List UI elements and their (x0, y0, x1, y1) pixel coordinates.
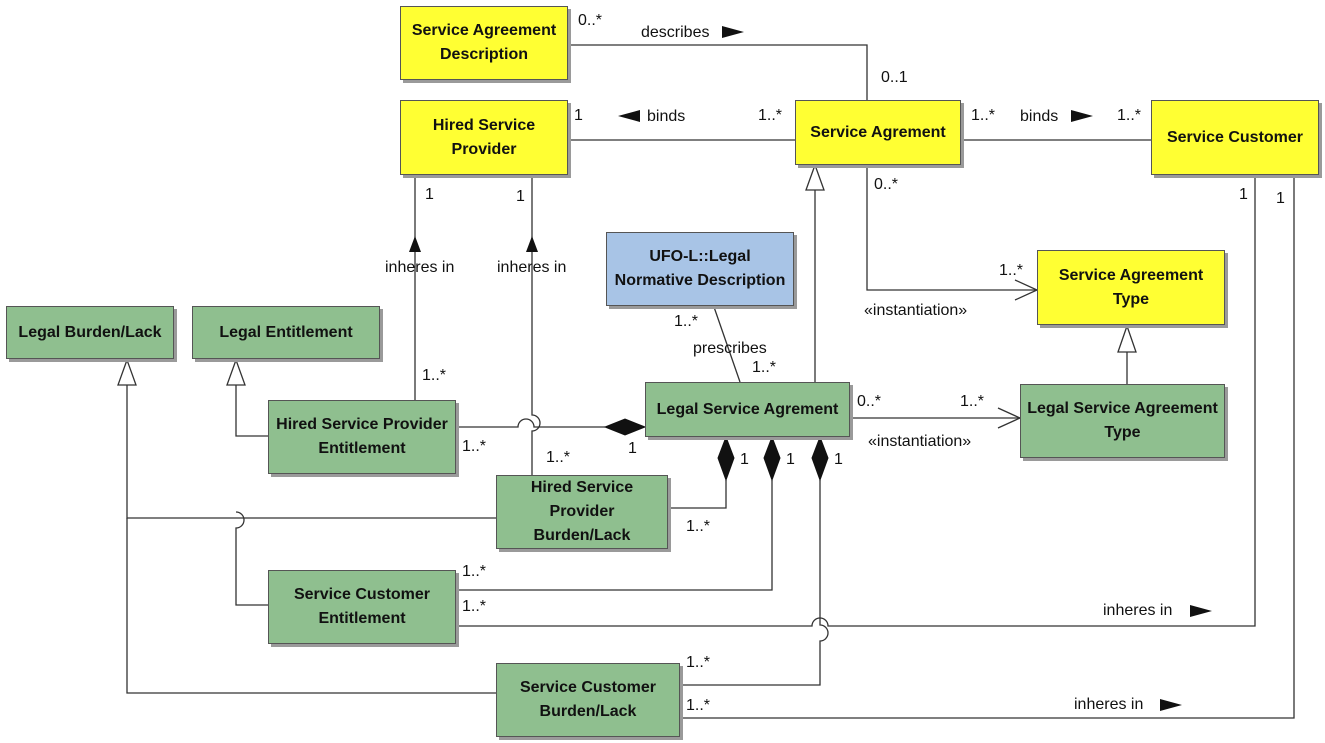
dir-arrow-inheres-sc1 (1190, 605, 1212, 617)
label-instantiation-sa: «instantiation» (864, 302, 968, 319)
class-legal-service-agreement-type[interactable]: Legal Service Agreement Type (1020, 384, 1225, 458)
dir-arrow-inheres-hsp2 (526, 236, 538, 252)
comp-hsp-entitlement (456, 418, 605, 428)
gen-arrow-sat (1117, 324, 1137, 353)
assoc-inheres-sc-burden (680, 175, 1295, 719)
label-binds-provider: binds (647, 108, 686, 125)
mult-describes-description: 0..* (578, 12, 603, 29)
gen-arrow-legal-burden (117, 358, 137, 386)
mult-sc-entitlement-inheres: 1..* (462, 598, 487, 615)
class-service-customer-entitlement[interactable]: Service Customer Entitlement (268, 570, 456, 644)
dir-arrow-inheres-sc2 (1160, 699, 1182, 711)
mult-lsa-comp-entitlement: 1 (628, 440, 637, 457)
gen-arrow-legal-entitlement (226, 358, 246, 386)
assoc-prescribes (713, 306, 741, 383)
mult-sc-inheres-1a: 1 (1239, 186, 1248, 203)
label-binds-customer: binds (1020, 108, 1059, 125)
dir-arrow-inheres-hsp1 (409, 236, 421, 252)
comp-sc-entitlement (456, 480, 773, 591)
diamond-sc-entitlement (763, 435, 781, 482)
mult-lsa-instantiation: 0..* (857, 393, 882, 410)
mult-binds-provider-agrement: 1..* (758, 107, 783, 124)
mult-sc-entitlement-comp: 1..* (462, 563, 487, 580)
class-service-agreement-description[interactable]: Service Agreement Description (400, 6, 568, 80)
dep-instantiation-sa (866, 165, 1037, 291)
assoc-describes (568, 44, 868, 100)
gen-sc-entitlement (235, 511, 268, 606)
gen-sc-burden (126, 518, 496, 694)
dir-arrow-binds-customer (1071, 110, 1093, 122)
mult-prescribes-lsa: 1..* (752, 359, 777, 376)
label-describes: describes (641, 24, 710, 41)
mult-hsp-burden-comp: 1..* (686, 518, 711, 535)
mult-lsa-comp-sc-burden: 1 (834, 451, 843, 468)
mult-prescribes-normative: 1..* (674, 313, 699, 330)
label-inheres-in-sc-entitlement: inheres in (1103, 602, 1173, 619)
comp-hsp-burden (668, 480, 727, 509)
mult-lsat-instantiation: 1..* (960, 393, 985, 410)
mult-hsp-inheres-1a: 1 (425, 186, 434, 203)
assoc-inheres-hsp-burden (531, 175, 541, 475)
mult-hsp-inheres-1b: 1 (516, 188, 525, 205)
label-inheres-in-hsp-burden: inheres in (497, 259, 567, 276)
class-hired-service-provider[interactable]: Hired Service Provider (400, 100, 568, 175)
mult-sc-burden-comp: 1..* (686, 654, 711, 671)
class-legal-burden-lack[interactable]: Legal Burden/Lack (6, 306, 174, 359)
label-inheres-in-hsp-entitlement: inheres in (385, 259, 455, 276)
mult-sc-inheres-1b: 1 (1276, 190, 1285, 207)
diamond-hsp-burden (717, 435, 735, 482)
mult-describes-agrement: 0..1 (881, 69, 908, 86)
mult-hsp-burden-inheres: 1..* (546, 449, 571, 466)
assoc-inheres-sc-entitlement (456, 175, 1256, 627)
class-service-customer[interactable]: Service Customer (1151, 100, 1319, 175)
mult-hsp-entitlement-comp: 1..* (462, 438, 487, 455)
mult-binds-provider-1: 1 (574, 107, 583, 124)
class-service-customer-burden-lack[interactable]: Service Customer Burden/Lack (496, 663, 680, 737)
label-instantiation-lsa: «instantiation» (868, 433, 972, 450)
class-service-agrement[interactable]: Service Agrement (795, 100, 961, 165)
comp-sc-burden (680, 480, 829, 686)
class-legal-service-agrement[interactable]: Legal Service Agrement (645, 382, 850, 437)
label-inheres-in-sc-burden: inheres in (1074, 696, 1144, 713)
mult-lsa-comp-hsp-burden: 1 (740, 451, 749, 468)
mult-lsa-comp-sc-entitlement: 1 (786, 451, 795, 468)
mult-binds-customer-agrement: 1..* (971, 107, 996, 124)
class-hired-service-provider-burden-lack[interactable]: Hired Service Provider Burden/Lack (496, 475, 668, 549)
mult-sat-instantiation: 1..* (999, 262, 1024, 279)
class-hired-service-provider-entitlement[interactable]: Hired Service Provider Entitlement (268, 400, 456, 474)
mult-hsp-entitlement-inheres: 1..* (422, 367, 447, 384)
mult-sa-instantiation: 0..* (874, 176, 899, 193)
diamond-sc-burden (811, 435, 829, 482)
gen-arrow-sa (805, 163, 825, 191)
label-prescribes: prescribes (693, 340, 767, 357)
gen-hsp-entitlement (235, 383, 268, 437)
mult-sc-burden-inheres: 1..* (686, 697, 711, 714)
class-legal-entitlement[interactable]: Legal Entitlement (192, 306, 380, 359)
class-ufo-legal-normative-description[interactable]: UFO-L::Legal Normative Description (606, 232, 794, 306)
diamond-hsp-entitlement (603, 418, 647, 436)
dir-arrow-binds-provider (618, 110, 640, 122)
mult-binds-customer: 1..* (1117, 107, 1142, 124)
class-service-agreement-type[interactable]: Service Agreement Type (1037, 250, 1225, 325)
dir-arrow-describes (722, 26, 744, 38)
